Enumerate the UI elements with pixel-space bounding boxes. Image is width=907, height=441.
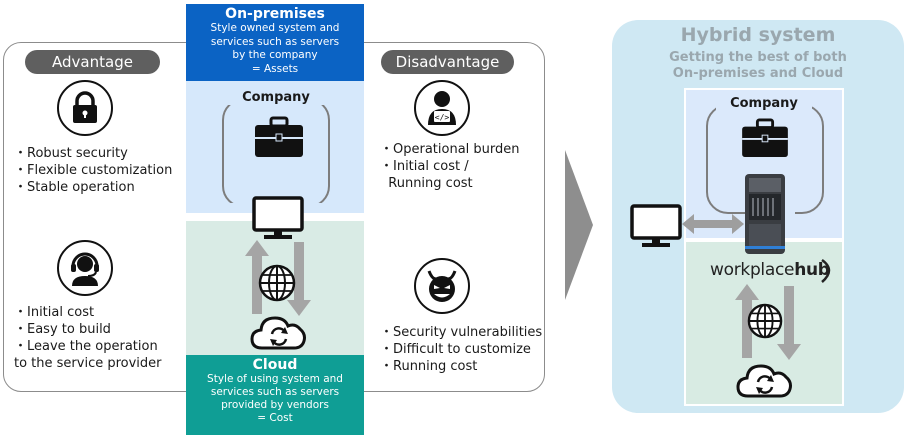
hybrid-globe-icon [747,303,783,339]
list-item: ・Flexible customization [14,163,173,178]
onprem-title: On-premises [225,6,325,22]
monitor-icon [252,196,304,239]
chevron-right-icon [565,150,593,300]
hybrid-subtitle-line-1: Getting the best of both [669,50,847,65]
list-item: ・Leave the operation [14,339,158,354]
hybrid-up-down-arrows [735,284,801,360]
list-item: ・Difficult to customize [380,342,531,357]
developer-icon: </> [414,80,470,136]
onprem-desc-4: = Assets [251,62,299,75]
logo-arc-icon [821,258,831,283]
list-item: ・Initial cost / [380,159,469,174]
list-item: ・Security vulnerabilities [380,325,543,340]
brand-workplace: workplace [710,260,795,280]
onprem-header: On-premises Style owned system and servi… [186,4,364,81]
advantage-pill: Advantage [25,50,160,74]
up-down-arrows [245,240,311,316]
list-item: to the service provider [14,356,162,371]
workplace-hub-logo: workplacehub [710,260,830,280]
svg-text:</>: </> [435,113,450,122]
list-item: ・Robust security [14,146,128,161]
devil-icon [414,258,470,314]
workplace-hub-device-icon [745,174,785,254]
onprem-desc-2: services such as servers [210,35,340,48]
disadvantage-pill: Disadvantage [381,50,514,74]
cloud-advantage-list: ・Initial cost ・Easy to build ・Leave the … [14,304,162,372]
support-operator-icon [57,240,113,296]
hybrid-briefcase-icon [742,118,788,158]
cloud-desc-1: Style of using system and [207,373,343,385]
onprem-disadvantage-list: ・Operational burden ・Initial cost / Runn… [380,141,520,192]
bidirectional-arrow [682,214,744,234]
hybrid-subtitle: Getting the best of both On-premises and… [612,50,904,82]
onprem-desc-3: by the company [232,49,318,61]
briefcase-icon [255,116,303,157]
cloud-header: Cloud Style of using system and services… [186,355,364,435]
onprem-desc-1: Style owned system and [210,22,340,34]
hybrid-title: Hybrid system [680,24,836,46]
list-item: ・Initial cost [14,305,95,320]
hybrid-subtitle-line-2: On-premises and Cloud [672,66,844,81]
hybrid-company-label: Company [716,96,812,111]
cloud-desc-2: services such as servers [210,386,340,398]
cloud-desc-4: = Cost [257,412,293,424]
list-item: ・Stable operation [14,180,135,195]
list-item: ・Running cost [380,359,478,374]
company-label: Company [226,90,326,105]
list-item: ・Operational burden [380,142,520,157]
brand-hub: hub [794,260,830,280]
onprem-advantage-list: ・Robust security ・Flexible customization… [14,145,172,196]
hybrid-cloud-sync-icon [736,364,792,398]
cloud-desc-3: provided by vendors [221,399,329,411]
cloud-sync-icon [250,316,306,350]
list-item: ・Easy to build [14,322,111,337]
lock-icon [57,80,113,136]
hybrid-monitor-icon [630,204,682,247]
cloud-title: Cloud [252,357,298,373]
globe-icon [258,264,296,302]
cloud-disadvantage-list: ・Security vulnerabilities ・Difficult to … [380,324,542,375]
list-item: Running cost [380,176,473,191]
